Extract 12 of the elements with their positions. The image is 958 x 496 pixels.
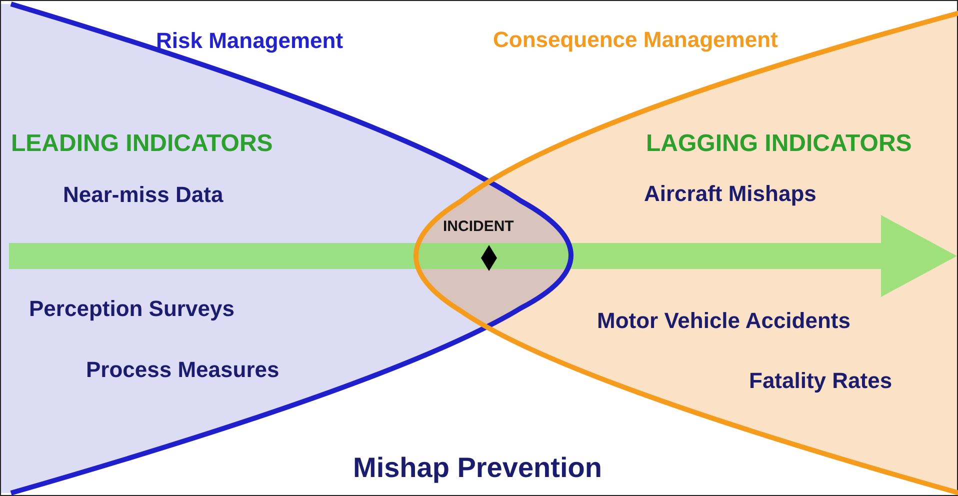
section-heading: LAGGING INDICATORS: [646, 131, 912, 158]
incident-label: INCIDENT: [443, 219, 514, 236]
indicator-label: Motor Vehicle Accidents: [597, 309, 850, 334]
indicator-label: Near-miss Data: [63, 183, 224, 208]
indicator-label: Perception Surveys: [29, 297, 234, 322]
indicator-label: Fatality Rates: [749, 369, 892, 394]
section-heading: LEADING INDICATORS: [11, 131, 273, 158]
indicator-label: Process Measures: [86, 358, 280, 382]
heading: Risk Management: [156, 29, 344, 54]
heading: Consequence Management: [493, 28, 778, 52]
indicator-label: Aircraft Mishaps: [644, 182, 816, 206]
bottom-caption: Mishap Prevention: [353, 453, 602, 484]
